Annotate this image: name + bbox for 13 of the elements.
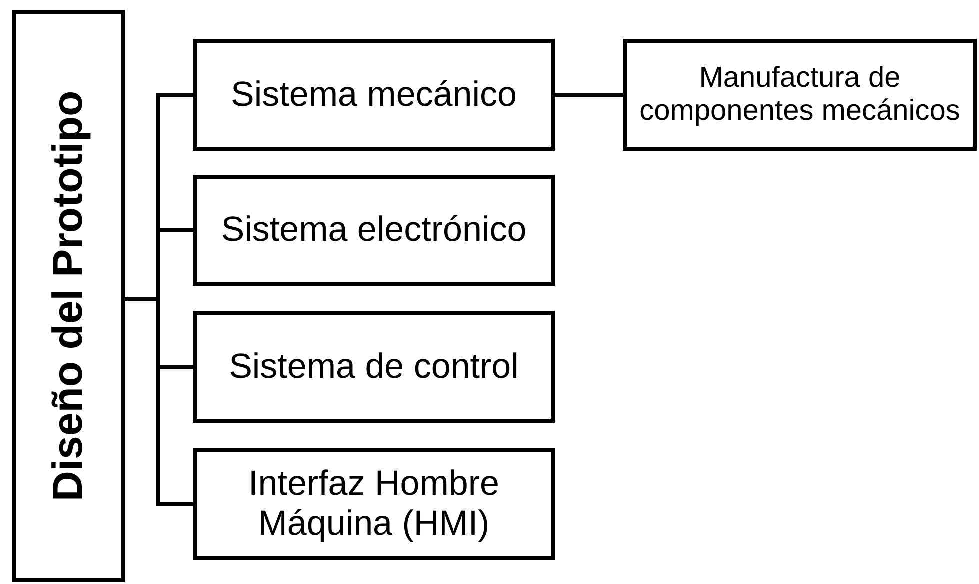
connector-line xyxy=(555,93,623,97)
box-label: Diseño del Prototipo xyxy=(44,90,92,502)
box-label: Manufactura de componentes mecánicos xyxy=(638,62,962,128)
process-box xyxy=(193,39,555,151)
process-box xyxy=(12,10,125,582)
box-label: Sistema mecánico xyxy=(231,74,517,116)
box-label: Sistema de control xyxy=(229,346,519,388)
process-box xyxy=(623,39,977,151)
box-label: Sistema electrónico xyxy=(221,210,527,251)
process-box xyxy=(193,175,555,286)
box-label: Interfaz Hombre Máquina (HMI) xyxy=(248,464,500,544)
process-box xyxy=(193,311,555,423)
process-box xyxy=(193,448,555,560)
